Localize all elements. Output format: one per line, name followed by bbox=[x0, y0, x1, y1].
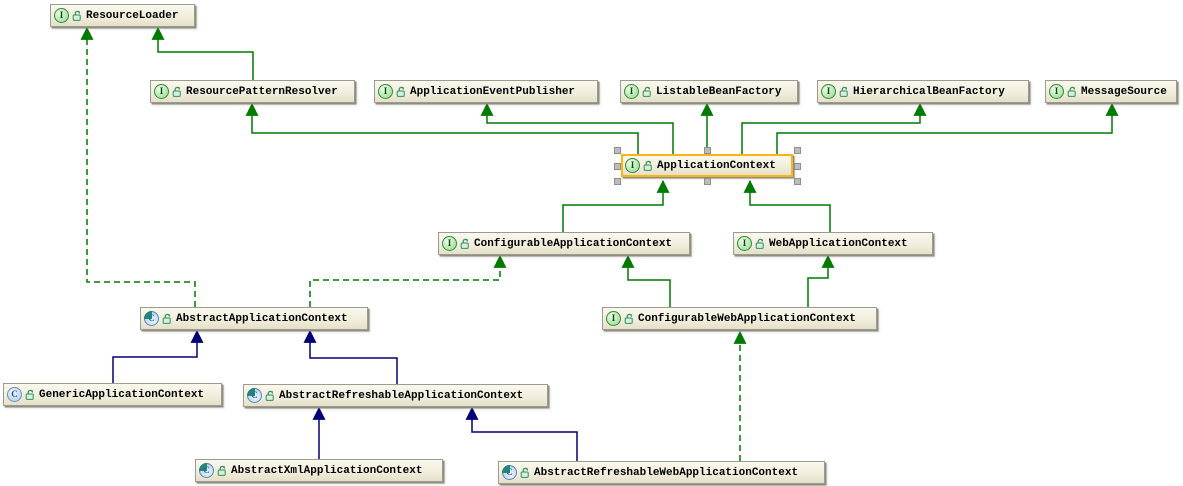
interface-icon: I bbox=[154, 84, 169, 99]
edge-extends-ApplicationContext-to-MessageSource bbox=[776, 102, 1119, 154]
node-label: HierarchicalBeanFactory bbox=[853, 85, 1005, 98]
edge-extends-ResourcePatternResolver-to-ResourceLoader bbox=[151, 26, 254, 80]
node-label: AbstractApplicationContext bbox=[176, 312, 348, 325]
node-label: ResourcePatternResolver bbox=[186, 85, 338, 98]
selection-handle[interactable] bbox=[794, 147, 801, 154]
interface-icon: I bbox=[625, 158, 640, 173]
public-lock-icon bbox=[172, 86, 182, 98]
node-label: WebApplicationContext bbox=[769, 237, 908, 250]
public-lock-icon bbox=[839, 86, 849, 98]
node-label: AbstractRefreshableApplicationContext bbox=[279, 389, 524, 402]
selection-handle[interactable] bbox=[614, 147, 621, 154]
node-label: MessageSource bbox=[1081, 85, 1167, 98]
interface-icon: I bbox=[1049, 84, 1064, 99]
public-lock-icon bbox=[643, 160, 653, 172]
node-GenericApplicationContext[interactable]: C GenericApplicationContext bbox=[3, 383, 222, 406]
edge-extends-ApplicationContext-to-ResourcePatternResolver bbox=[245, 102, 639, 154]
node-ResourcePatternResolver[interactable]: I ResourcePatternResolver bbox=[150, 80, 355, 103]
abstract-class-icon: C bbox=[502, 465, 517, 480]
node-AbstractApplicationContext[interactable]: C AbstractApplicationContext bbox=[140, 307, 368, 330]
node-label: ListableBeanFactory bbox=[656, 85, 782, 98]
edge-extends-ConfigurableWebApplicationContext-to-ConfigurableApplicationContext bbox=[621, 254, 671, 307]
selection-handle[interactable] bbox=[704, 178, 711, 185]
edge-extends-AbstractRefreshableWebApplicationContext-to-AbstractRefreshableApplicationContext bbox=[465, 406, 578, 461]
public-lock-icon bbox=[460, 238, 470, 250]
node-HierarchicalBeanFactory[interactable]: I HierarchicalBeanFactory bbox=[817, 80, 1029, 103]
selection-handle[interactable] bbox=[614, 178, 621, 185]
public-lock-icon bbox=[624, 313, 634, 325]
node-ResourceLoader[interactable]: I ResourceLoader bbox=[50, 4, 195, 27]
edge-extends-ApplicationContext-to-ApplicationEventPublisher bbox=[480, 102, 674, 154]
node-label: ConfigurableApplicationContext bbox=[474, 237, 673, 250]
interface-icon: I bbox=[54, 8, 69, 23]
public-lock-icon bbox=[217, 465, 227, 477]
public-lock-icon bbox=[642, 86, 652, 98]
node-ListableBeanFactory[interactable]: I ListableBeanFactory bbox=[620, 80, 798, 103]
node-label: AbstractXmlApplicationContext bbox=[231, 464, 423, 477]
public-lock-icon bbox=[520, 467, 530, 479]
node-label: ResourceLoader bbox=[86, 9, 179, 22]
edge-implements-AbstractApplicationContext-to-ResourceLoader bbox=[80, 26, 196, 307]
node-label: ApplicationEventPublisher bbox=[410, 85, 576, 98]
node-ConfigurableWebApplicationContext[interactable]: I ConfigurableWebApplicationContext bbox=[602, 307, 877, 330]
node-AbstractRefreshableWebApplicationContext[interactable]: C AbstractRefreshableWebApplicationContex… bbox=[498, 461, 825, 484]
edge-extends-ConfigurableApplicationContext-to-ApplicationContext bbox=[562, 179, 670, 232]
public-lock-icon bbox=[755, 238, 765, 250]
public-lock-icon bbox=[265, 390, 275, 402]
edge-extends-ApplicationContext-to-HierarchicalBeanFactory bbox=[741, 102, 927, 154]
node-label: ApplicationContext bbox=[657, 159, 776, 172]
edge-extends-WebApplicationContext-to-ApplicationContext bbox=[743, 179, 831, 232]
selection-handle[interactable] bbox=[794, 162, 801, 170]
node-label: GenericApplicationContext bbox=[39, 388, 205, 401]
abstract-class-icon: C bbox=[199, 463, 214, 478]
selection-handle[interactable] bbox=[614, 162, 621, 170]
edge-implements-AbstractApplicationContext-to-ConfigurableApplicationContext bbox=[309, 254, 507, 307]
node-AbstractRefreshableApplicationContext[interactable]: C AbstractRefreshableApplicationContext bbox=[243, 384, 548, 407]
node-label: AbstractRefreshableWebApplicationContext bbox=[534, 466, 799, 479]
edge-extends-AbstractRefreshableApplicationContext-to-AbstractApplicationContext bbox=[303, 329, 398, 384]
abstract-class-icon: C bbox=[144, 311, 159, 326]
interface-icon: I bbox=[624, 84, 639, 99]
interface-icon: I bbox=[378, 84, 393, 99]
public-lock-icon bbox=[1067, 86, 1077, 98]
interface-icon: I bbox=[737, 236, 752, 251]
node-ApplicationContext[interactable]: I ApplicationContext bbox=[614, 147, 801, 185]
selection-handle[interactable] bbox=[704, 147, 711, 154]
node-MessageSource[interactable]: I MessageSource bbox=[1045, 80, 1177, 103]
public-lock-icon bbox=[396, 86, 406, 98]
node-label: ConfigurableWebApplicationContext bbox=[638, 312, 856, 325]
class-icon: C bbox=[7, 387, 22, 402]
public-lock-icon bbox=[25, 389, 35, 401]
public-lock-icon bbox=[72, 10, 82, 22]
edge-extends-GenericApplicationContext-to-AbstractApplicationContext bbox=[112, 329, 204, 383]
node-WebApplicationContext[interactable]: I WebApplicationContext bbox=[733, 232, 933, 255]
node-ApplicationEventPublisher[interactable]: I ApplicationEventPublisher bbox=[374, 80, 598, 103]
node-ConfigurableApplicationContext[interactable]: I ConfigurableApplicationContext bbox=[438, 232, 690, 255]
edge-extends-ConfigurableWebApplicationContext-to-WebApplicationContext bbox=[807, 254, 835, 307]
interface-icon: I bbox=[442, 236, 457, 251]
interface-icon: I bbox=[606, 311, 621, 326]
interface-icon: I bbox=[821, 84, 836, 99]
node-AbstractXmlApplicationContext[interactable]: C AbstractXmlApplicationContext bbox=[195, 459, 443, 482]
abstract-class-icon: C bbox=[247, 388, 262, 403]
public-lock-icon bbox=[162, 313, 172, 325]
selection-handle[interactable] bbox=[794, 178, 801, 185]
